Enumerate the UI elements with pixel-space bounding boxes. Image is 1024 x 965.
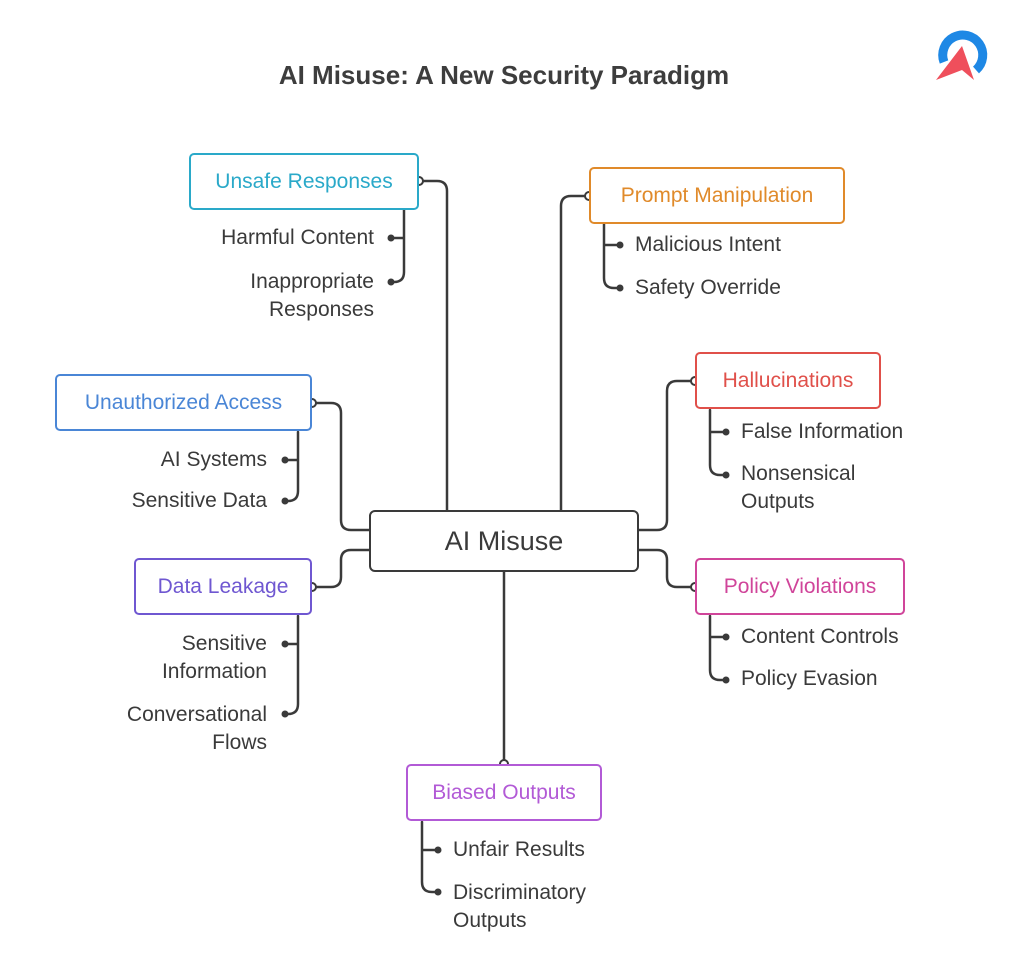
- node-prompt-manipulation: Prompt Manipulation: [589, 167, 845, 224]
- leaf-policy-evasion: Policy Evasion: [741, 667, 878, 690]
- leaf-inappropriate-responses: Inappropriate Responses: [250, 270, 374, 321]
- connector-policy-children: [708, 614, 727, 682]
- connector-hallucinations-children: [708, 408, 727, 477]
- leaf-sensitive-data: Sensitive Data: [131, 489, 267, 512]
- connector-unsafe-children: [390, 208, 406, 284]
- leaf-content-controls: Content Controls: [741, 625, 899, 648]
- node-unauthorized-access: Unauthorized Access: [55, 374, 312, 431]
- connector-policy: [637, 548, 697, 589]
- leaf-false-information: False Information: [741, 420, 904, 443]
- node-hallucinations: Hallucinations: [695, 352, 881, 409]
- leaf-sensitive-information: Sensitive Information: [161, 632, 267, 683]
- node-policy-violations: Policy Violations: [695, 558, 905, 615]
- connector-unsafe: [417, 179, 449, 512]
- node-biased-outputs: Biased Outputs: [406, 764, 602, 821]
- leaf-nonsensical-outputs: Nonsensical Outputs: [741, 462, 856, 513]
- leaf-discriminatory-outputs: Discriminatory Outputs: [453, 881, 587, 932]
- page-title: AI Misuse: A New Security Paradigm: [278, 60, 730, 90]
- node-data-leakage: Data Leakage: [134, 558, 312, 615]
- connector-hallucinations: [637, 379, 697, 532]
- connector-leakage: [310, 548, 371, 589]
- leaf-malicious-intent: Malicious Intent: [635, 233, 781, 256]
- leaf-harmful-content: Harmful Content: [221, 226, 374, 249]
- leaf-ai-systems: AI Systems: [160, 448, 267, 471]
- leaf-conversational-flows: Conversational Flows: [126, 703, 267, 754]
- node-unsafe-responses: Unsafe Responses: [189, 153, 419, 210]
- brand-arrow-logo-icon: [936, 30, 988, 80]
- connector-leakage-children: [284, 614, 300, 716]
- connector-unauthorized-children: [284, 430, 300, 503]
- connector-prompt-children: [602, 222, 621, 290]
- connector-unauthorized: [310, 401, 371, 532]
- leaf-safety-override: Safety Override: [635, 276, 781, 299]
- center-node: AI Misuse: [369, 510, 639, 572]
- connector-biased-children: [420, 820, 439, 894]
- leaf-unfair-results: Unfair Results: [453, 838, 585, 861]
- connector-prompt: [559, 194, 591, 512]
